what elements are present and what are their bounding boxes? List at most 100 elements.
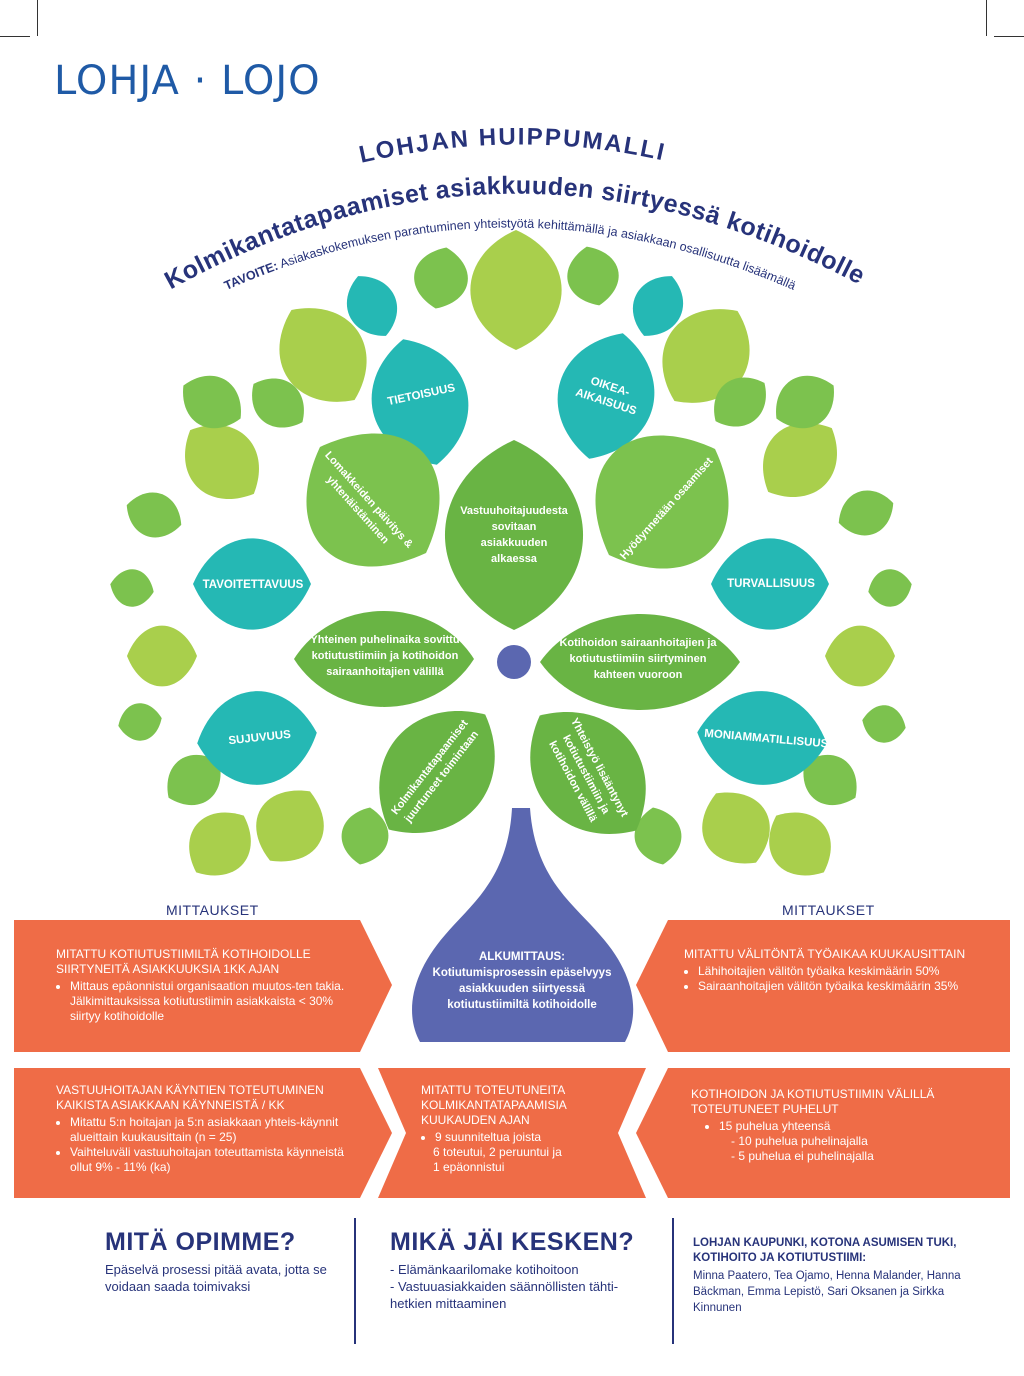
decorative-leaf [118, 703, 162, 741]
leaf-label-turvallisuus: TURVALLISUUS [727, 578, 815, 590]
learned-text: Epäselvä prosessi pitää avata, jotta se … [105, 1262, 327, 1294]
decorative-leaf [862, 705, 906, 743]
action-leaf [306, 433, 440, 567]
quality-leaf [371, 339, 469, 465]
divider [672, 1218, 674, 1344]
svg-text:kotiutustiimiin siirtyminen: kotiutustiimiin siirtyminen [570, 653, 707, 665]
divider [354, 1218, 356, 1344]
decorative-leaf [702, 792, 770, 864]
box2-heading: MITATTU VÄLITÖNTÄ TYÖAIKAA KUUKAUSITTAIN [684, 947, 966, 961]
team-title: LOHJAN KAUPUNKI, KOTONA ASUMISEN TUKI, K… [693, 1237, 957, 1264]
decorative-leaf [414, 247, 468, 309]
svg-text:sairaanhoitajien välillä: sairaanhoitajien välillä [326, 666, 444, 678]
trunk-text: ALKUMITTAUS: Kotiutumisprosessin epäselv… [433, 951, 612, 1011]
tree-core [497, 645, 531, 679]
decorative-leaf [634, 807, 682, 865]
box3-heading: VASTUUHOITAJAN KÄYNTIEN TOTEUTUMINEN KAI… [56, 1083, 324, 1112]
decorative-leaf [838, 490, 894, 536]
crop-mark [994, 36, 1024, 37]
box1-bullet: Mittaus epäonnistui organisaation muutos… [70, 979, 346, 1024]
box2-bullet: Lähihoitajien välitön työaika keskimääri… [698, 964, 984, 979]
quality-leaf [197, 691, 317, 785]
quality-leaf [697, 691, 827, 785]
decorative-leaf [662, 309, 750, 403]
decorative-leaf [803, 754, 857, 806]
box4-line: 1 epäonnistui [433, 1160, 505, 1174]
box5-line: - 10 puhelua puhelinajalla [731, 1134, 868, 1148]
measurement-box-3 [14, 1068, 392, 1198]
unfinished-item: - Vastuuasiakkaiden säännöllisten tähti-… [390, 1279, 619, 1311]
action-leaf [595, 435, 729, 569]
team-section: LOHJAN KAUPUNKI, KOTONA ASUMISEN TUKI, K… [693, 1236, 963, 1316]
box3-bullet: Mitattu 5:n hoitajan ja 5:n asiakkaan yh… [70, 1115, 346, 1145]
svg-text:Yhteinen puhelinaika sovittu: Yhteinen puhelinaika sovittu [310, 634, 459, 646]
action-label-puhelinaika: Yhteinen puhelinaika sovittu kotiutustii… [310, 634, 459, 678]
action-leaf [294, 611, 474, 707]
svg-text:asiakkuuden siirtyessä: asiakkuuden siirtyessä [459, 983, 586, 995]
logo: LOHJA · LOJO [54, 58, 321, 104]
quality-leaf [711, 538, 829, 630]
box5-bullet: 15 puhelua yhteensä [719, 1119, 981, 1134]
measurement-box-4 [378, 1068, 646, 1198]
decorative-leaf [252, 378, 304, 428]
crop-mark [0, 36, 30, 37]
measurement-box-1 [14, 920, 392, 1052]
decorative-leaf [776, 375, 834, 429]
unfinished-section: MIKÄ JÄI KESKEN? - Elämänkaarilomake kot… [390, 1228, 660, 1312]
quality-leaf [557, 333, 655, 459]
action-leaf [379, 711, 495, 833]
decorative-leaf [769, 812, 831, 876]
svg-text:alkaessa: alkaessa [491, 553, 538, 565]
action-leaf [530, 712, 646, 834]
decorative-leaf [347, 276, 397, 336]
box4-bullet: 9 suunniteltua joista [435, 1130, 611, 1145]
decorative-leaf [633, 276, 683, 336]
box5-line: - 5 puhelua ei puhelinajalla [731, 1149, 874, 1163]
learned-title: MITÄ OPIMME? [105, 1228, 296, 1256]
decorative-leaf [185, 425, 259, 499]
svg-text:Kotihoidon sairaanhoitajien ja: Kotihoidon sairaanhoitajien ja [559, 637, 717, 649]
learned-section: MITÄ OPIMME? Epäselvä prosessi pitää ava… [105, 1228, 335, 1295]
decorative-leaf [189, 812, 251, 876]
decorative-leaf [167, 754, 221, 806]
box5-content: KOTIHOIDON JA KOTIUTUSTIIMIN VÄLILLÄ TOT… [691, 1087, 981, 1164]
box2-bullet: Sairaanhoitajien välitön työaika keskimä… [698, 979, 984, 994]
box2-content: MITATTU VÄLITÖNTÄ TYÖAIKAA KUUKAUSITTAIN… [684, 947, 984, 994]
decorative-leaf [868, 569, 912, 607]
measurements-label-left: MITTAUKSET [166, 902, 259, 918]
box4-content: MITATTU TOTEUTUNEITA KOLMIKANTATAPAAMISI… [421, 1083, 611, 1175]
svg-text:ALKUMITTAUS:: ALKUMITTAUS: [479, 951, 565, 963]
decorative-leaf [714, 377, 766, 427]
decorative-leaf [127, 625, 197, 687]
unfinished-item: - Elämänkaarilomake kotihoitoon [390, 1262, 579, 1277]
svg-text:Vastuuhoitajuudesta: Vastuuhoitajuudesta [460, 505, 568, 517]
action-leaf [540, 614, 740, 710]
crop-mark [986, 0, 987, 36]
decorative-leaf [256, 790, 324, 862]
action-label-kaksi-vuoroa: Kotihoidon sairaanhoitajien ja kotiutust… [559, 637, 717, 681]
svg-text:kotiutustiimiin ja kotihoidon: kotiutustiimiin ja kotihoidon [312, 650, 459, 662]
decorative-leaf [470, 230, 562, 350]
measurement-box-5 [636, 1068, 1010, 1198]
box4-heading: MITATTU TOTEUTUNEITA KOLMIKANTATAPAAMISI… [421, 1083, 567, 1127]
box1-heading: MITATTU KOTIUTUSTIIMILTÄ KOTIHOIDOLLE SI… [56, 947, 311, 976]
leaf-label-tavoitettavuus: TAVOITETTAVUUS [203, 579, 304, 591]
svg-text:Kotiutumisprosessin epäselvyys: Kotiutumisprosessin epäselvyys [433, 967, 612, 979]
svg-text:kahteen vuoroon: kahteen vuoroon [594, 669, 683, 681]
measurement-box-2 [636, 920, 1010, 1052]
poster-title: LOHJAN HUIPPUMALLI [357, 123, 669, 168]
box1-content: MITATTU KOTIUTUSTIIMILTÄ KOTIHOIDOLLE SI… [56, 947, 346, 1024]
team-members: Minna Paatero, Tea Ojamo, Henna Malander… [693, 1270, 961, 1314]
box5-heading: KOTIHOIDON JA KOTIUTUSTIIMIN VÄLILLÄ TOT… [691, 1087, 935, 1116]
crop-mark [37, 0, 38, 36]
quality-leaf [193, 538, 311, 630]
action-label-vastuuhoitajuus: Vastuuhoitajuudesta sovitaan asiakkuuden… [460, 505, 568, 565]
decorative-leaf [183, 375, 241, 429]
decorative-leaf [825, 625, 895, 687]
action-leaf [444, 440, 584, 630]
measurements-label-right: MITTAUKSET [782, 902, 875, 918]
box3-bullet: Vaihteluväli vastuuhoitajan toteuttamist… [70, 1145, 346, 1175]
decorative-leaf [126, 492, 182, 538]
svg-text:sovitaan: sovitaan [492, 521, 537, 533]
